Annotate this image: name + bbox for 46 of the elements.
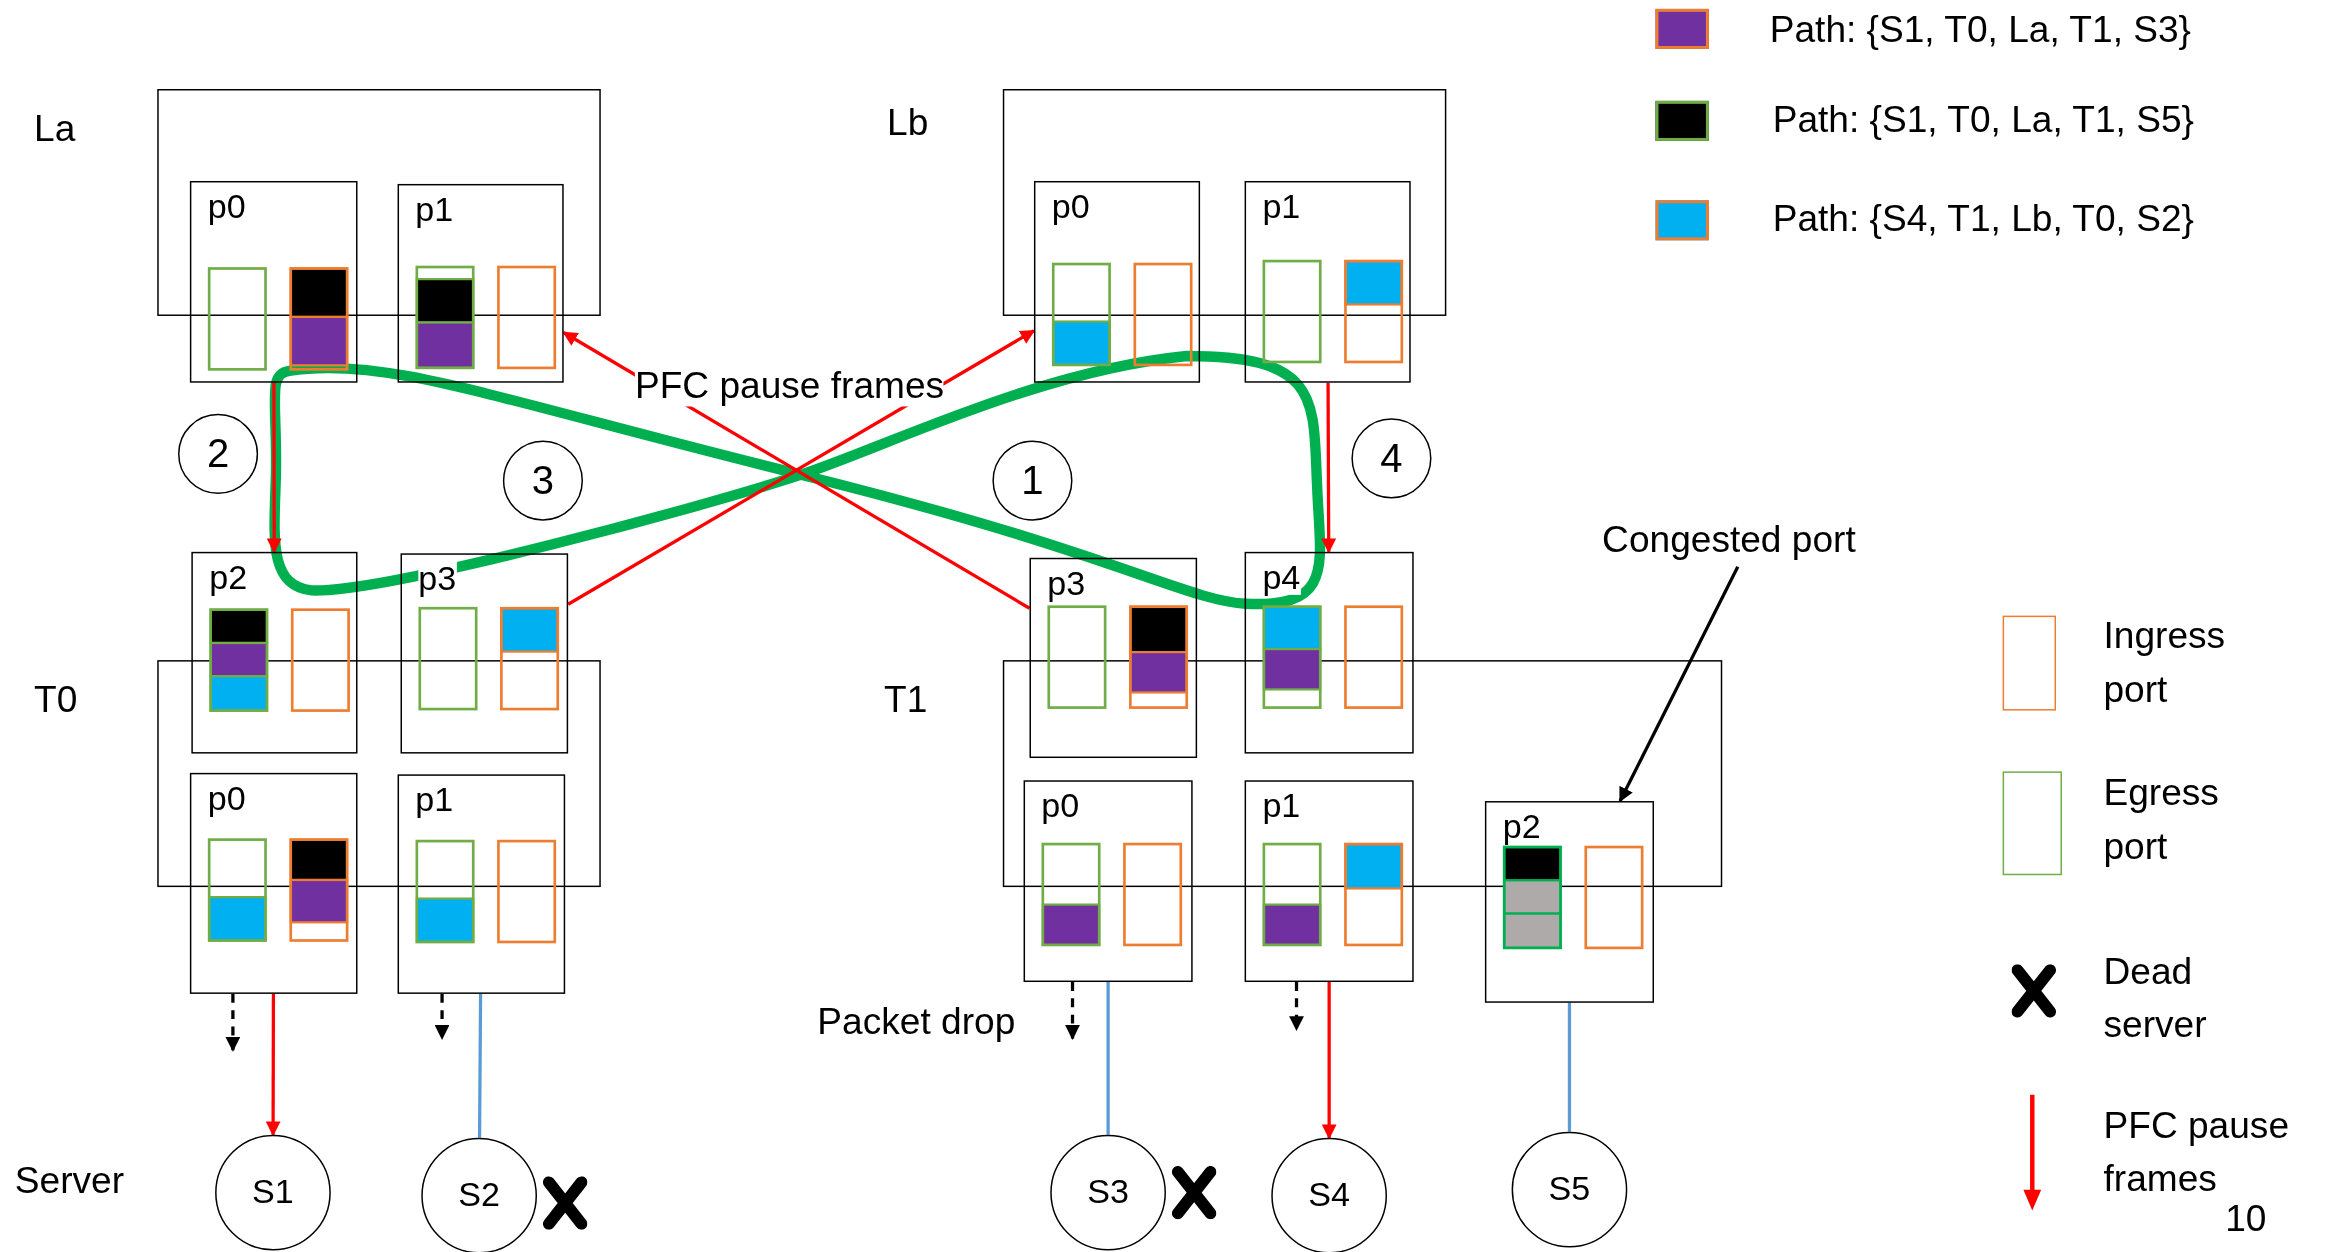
port-box <box>1244 780 1414 982</box>
drop-arrow <box>1289 982 1304 1031</box>
port-box <box>397 183 564 383</box>
server-label: S4 <box>1308 1175 1350 1216</box>
step-number: 3 <box>531 457 555 505</box>
legend-label: Egress port <box>2103 770 2220 869</box>
drop-arrow <box>434 993 450 1040</box>
port-box <box>1244 551 1414 754</box>
pause-arrow <box>1321 982 1337 1140</box>
step-number: 2 <box>206 430 230 478</box>
server-label: S5 <box>1548 1169 1591 1210</box>
port-box <box>191 551 358 754</box>
legend-label: Path: {S1, T0, La, T1, S5} <box>1772 96 2194 141</box>
step-number: 1 <box>1021 457 1044 505</box>
switch-label: T0 <box>34 676 78 721</box>
port-box <box>397 774 566 994</box>
port-box <box>1023 780 1193 982</box>
legend-label: Dead server <box>2103 948 2208 1047</box>
server-label: S1 <box>252 1172 294 1213</box>
switch-label: Lb <box>887 99 929 144</box>
port-label: p3 <box>418 560 457 597</box>
legend-label: Path: {S4, T1, Lb, T0, S2} <box>1772 196 2194 241</box>
port-box <box>1244 181 1411 383</box>
legend-label: Path: {S1, T0, La, T1, S3} <box>1769 6 2191 51</box>
server-label: S2 <box>458 1175 500 1216</box>
server-label: S3 <box>1087 1172 1129 1213</box>
port-box <box>1029 557 1198 759</box>
link-line <box>1106 982 1110 1135</box>
link-line <box>477 993 483 1138</box>
switch-label: La <box>34 105 76 150</box>
legend-label: Ingress port <box>2103 613 2227 712</box>
drop-arrow <box>1065 982 1080 1040</box>
port-box <box>400 553 569 754</box>
pause-arrow <box>1321 382 1337 554</box>
port-box <box>189 772 358 994</box>
callout-text: Congested port <box>1602 516 1856 561</box>
port-box <box>189 181 358 383</box>
leader-line <box>1618 565 1740 803</box>
link-line <box>1567 1002 1572 1132</box>
pause-arrow <box>265 993 281 1137</box>
port-box <box>1033 181 1201 383</box>
port-box <box>1484 801 1654 1003</box>
pause-arrow <box>266 382 282 554</box>
step-number: 4 <box>1380 434 1403 483</box>
drop-arrow <box>225 993 241 1052</box>
switch-label: T1 <box>884 676 928 721</box>
